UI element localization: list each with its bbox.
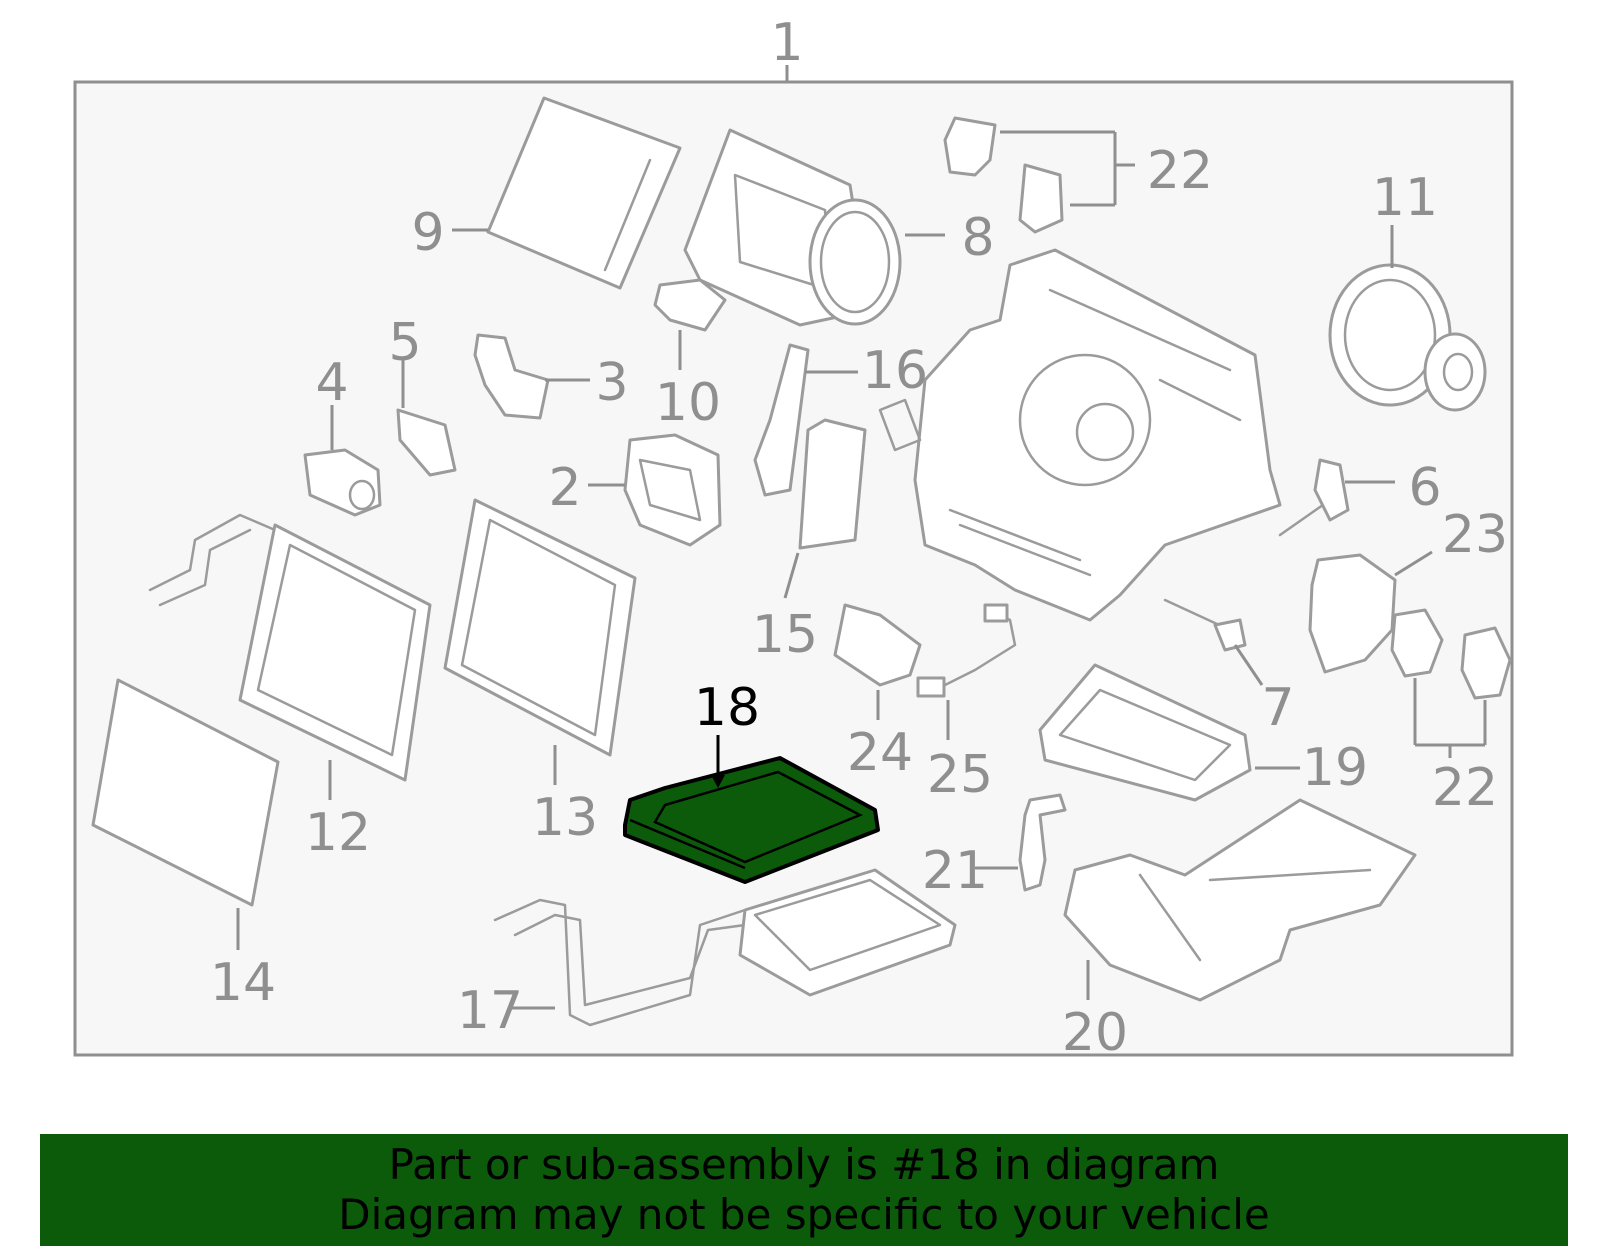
banner-line-1: Part or sub-assembly is #18 in diagram	[388, 1140, 1220, 1189]
callout-2: 2	[548, 458, 581, 518]
callout-3: 3	[595, 353, 628, 413]
part-16-bracket[interactable]	[753, 343, 810, 497]
part-23-actuator[interactable]	[1308, 553, 1397, 674]
callout-23: 23	[1442, 505, 1508, 565]
callout-5: 5	[388, 313, 421, 373]
callout-22-right: 22	[1432, 758, 1498, 818]
callout-21: 21	[922, 841, 988, 901]
part-7-sensor[interactable]	[1163, 598, 1247, 652]
callout-24: 24	[847, 723, 913, 783]
part-11-blower-motor[interactable]	[1328, 263, 1487, 412]
callout-6: 6	[1408, 458, 1441, 518]
callout-11: 11	[1372, 168, 1438, 228]
part-19-duct[interactable]	[1038, 663, 1252, 802]
callout-25: 25	[927, 745, 993, 805]
part-12-heater-core[interactable]	[148, 513, 432, 782]
part-14-filter-panel[interactable]	[91, 678, 280, 907]
callout-4: 4	[315, 353, 348, 413]
part-25-sensor[interactable]	[916, 603, 1017, 698]
part-3-bracket[interactable]	[473, 333, 550, 420]
part-9-filter[interactable]	[486, 96, 682, 290]
part-8-blower-housing[interactable]	[683, 128, 902, 327]
callout-8: 8	[961, 208, 994, 268]
callout-13: 13	[532, 788, 598, 848]
callout-1: 1	[770, 13, 803, 73]
callout-14: 14	[210, 953, 276, 1013]
part-22-actuator-right[interactable]	[1390, 608, 1512, 700]
banner-line-2: Diagram may not be specific to your vehi…	[338, 1190, 1270, 1239]
callout-17: 17	[457, 981, 523, 1041]
callout-10: 10	[655, 373, 721, 433]
callout-20: 20	[1062, 1003, 1128, 1060]
part-21-hose[interactable]	[1018, 793, 1067, 892]
callout-16: 16	[862, 341, 928, 401]
callout-22-top: 22	[1147, 141, 1213, 201]
callout-19: 19	[1302, 738, 1368, 798]
part-18-highlighted[interactable]	[623, 756, 880, 884]
part-hvac-case[interactable]	[878, 248, 1282, 622]
callout-9: 9	[411, 203, 444, 263]
part-6-sensor[interactable]	[1278, 458, 1350, 537]
part-17-heater-core[interactable]	[493, 868, 957, 1027]
callout-12: 12	[305, 803, 371, 863]
part-15-module[interactable]	[798, 418, 867, 550]
part-24-module[interactable]	[833, 603, 922, 687]
callout-7: 7	[1261, 678, 1294, 738]
info-banner: Part or sub-assembly is #18 in diagram D…	[40, 1134, 1568, 1246]
leader-7	[1233, 644, 1264, 686]
leader-18-arrow	[711, 775, 725, 788]
part-10-resistor[interactable]	[653, 278, 727, 332]
leader-23	[1394, 550, 1433, 577]
part-5-bracket[interactable]	[396, 408, 457, 477]
part-4-expansion-valve[interactable]	[303, 448, 382, 517]
part-2-grille[interactable]	[623, 433, 722, 547]
part-13-evaporator[interactable]	[443, 498, 637, 757]
parts-diagram: 1	[73, 13, 1514, 1060]
callout-15: 15	[752, 605, 818, 665]
part-20-lower-case[interactable]	[1063, 798, 1417, 1002]
callout-18: 18	[694, 678, 760, 738]
leader-15	[783, 552, 800, 599]
part-22-actuator-top[interactable]	[943, 116, 1064, 234]
